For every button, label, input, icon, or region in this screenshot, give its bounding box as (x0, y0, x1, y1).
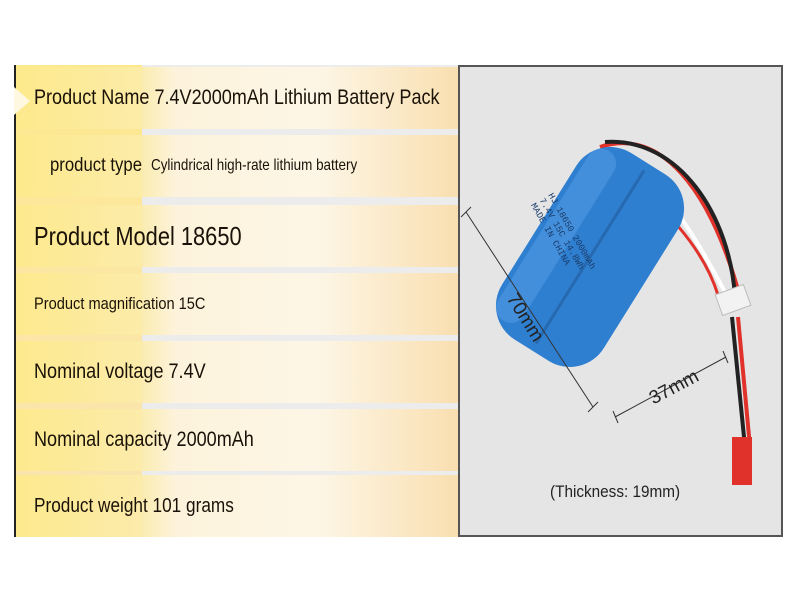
pointer-arrow-icon (14, 87, 30, 115)
spec-row-magnification: Product magnification 15C (16, 273, 458, 335)
spec-row-model: Product Model 18650 (16, 205, 458, 267)
spec-value: Cylindrical high-rate lithium battery (150, 157, 357, 174)
balance-connector (714, 283, 752, 317)
spec-row-product-type: product type Cylindrical high-rate lithi… (16, 135, 458, 197)
spec-row-product-name: Product Name 7.4V2000mAh Lithium Battery… (14, 67, 458, 129)
spec-magnification: Product magnification 15C (34, 294, 206, 313)
spec-row-weight: Product weight 101 grams (16, 475, 458, 537)
spec-row-capacity: Nominal capacity 2000mAh (16, 409, 458, 471)
spec-label: product type (50, 155, 143, 176)
jst-connector (732, 437, 752, 485)
width-dimension-line (614, 356, 727, 418)
length-dimension-line (465, 211, 594, 408)
spec-model: Product Model 18650 (34, 220, 242, 251)
product-image-panel: HJ 18650 2000mAh 7.4V 15C 14.8Wh MADE IN… (458, 65, 783, 537)
battery-illustration: HJ 18650 2000mAh 7.4V 15C 14.8Wh MADE IN… (460, 139, 752, 485)
thickness-note: (Thickness: 19mm) (550, 482, 681, 501)
spec-weight: Product weight 101 grams (34, 494, 234, 517)
spec-product-name: Product Name 7.4V2000mAh Lithium Battery… (34, 86, 440, 109)
spec-voltage: Nominal voltage 7.4V (34, 360, 206, 383)
spec-capacity: Nominal capacity 2000mAh (34, 428, 254, 451)
spec-row-voltage: Nominal voltage 7.4V (16, 341, 458, 403)
spec-panel: Product Name 7.4V2000mAh Lithium Battery… (14, 65, 458, 537)
